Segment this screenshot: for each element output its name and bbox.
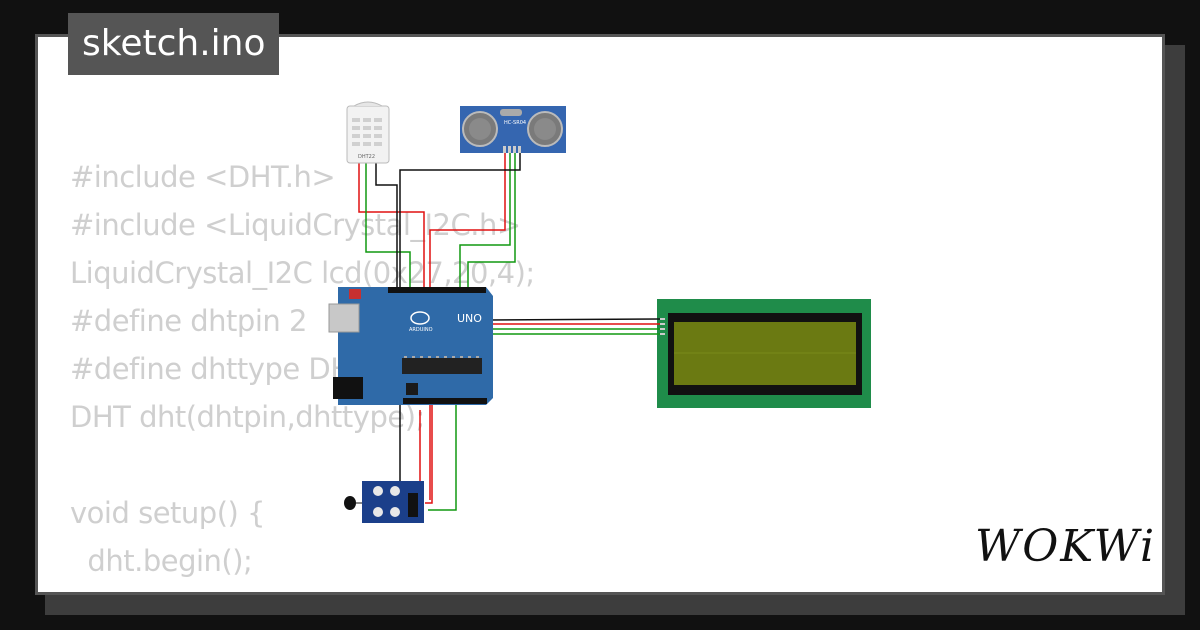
- preview-card: #include <DHT.h> #include <LiquidCrystal_…: [35, 34, 1165, 595]
- code-line: dht.begin();: [70, 544, 253, 578]
- dht22-sensor[interactable]: DHT22: [346, 101, 390, 164]
- code-line: #include <LiquidCrystal_I2C.h>: [70, 208, 521, 242]
- arduino-label: UNO: [457, 312, 482, 325]
- temperature-sensor-module[interactable]: [344, 481, 424, 523]
- page-title: sketch.ino: [68, 13, 280, 75]
- code-line: void setup() {: [70, 496, 265, 530]
- lcd-display[interactable]: [657, 299, 871, 408]
- ultrasonic-label: HC-SR04: [504, 120, 526, 126]
- code-line: DHT dht(dhtpin,dhttype);: [70, 400, 425, 434]
- code-line: #define dhtpin 2: [70, 304, 307, 338]
- arduino-uno-board[interactable]: UNO ARDUINO: [328, 287, 493, 405]
- arduino-brand: ARDUINO: [409, 327, 433, 333]
- dht-label: DHT22: [358, 154, 375, 160]
- code-line: #include <DHT.h>: [70, 160, 336, 194]
- ultrasonic-sensor[interactable]: HC-SR04: [460, 106, 566, 153]
- wokwi-logo: WOKWi: [975, 521, 1157, 572]
